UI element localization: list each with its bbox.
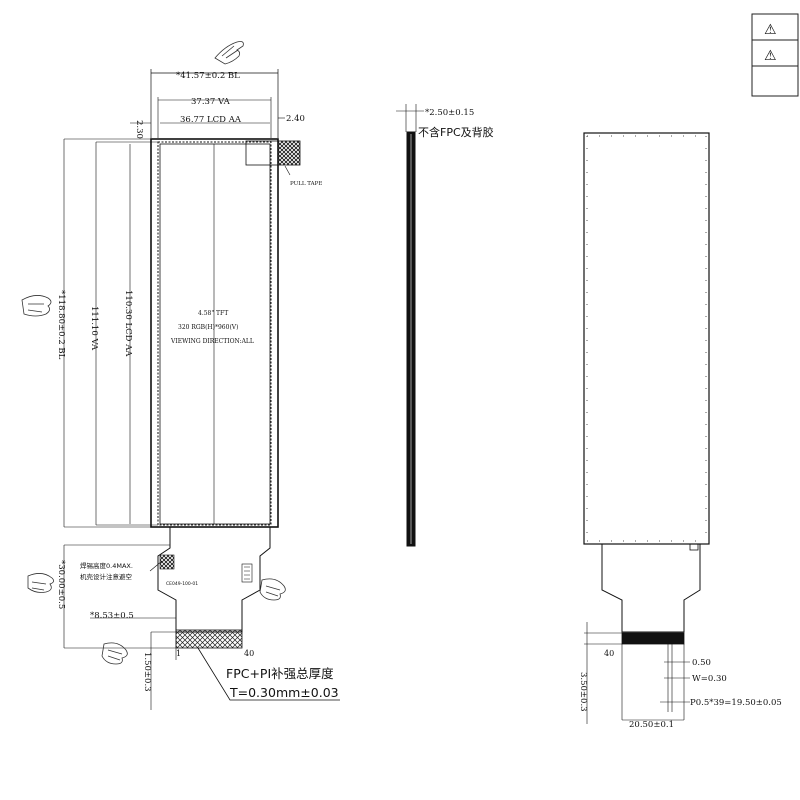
hand-pointer-icon <box>101 642 128 665</box>
thickness-value: T=0.30mm±0.03 <box>229 685 339 700</box>
aa-width-dimension: 36.77 LCD AA <box>180 115 242 125</box>
bl-height-dimension: *118.80±0.2 BL <box>56 290 66 360</box>
revision-mark-icon: ⚠ <box>764 22 777 38</box>
spec-size: 4.58" TFT <box>198 310 228 317</box>
spec-viewing-direction: VIEWING DIRECTION:ALL <box>170 338 254 345</box>
fpc-length-dimension: *30.00±0.5 <box>56 560 66 609</box>
back-dotted-border <box>586 135 707 542</box>
aa-height-dimension: 110.30 LCD AA <box>123 290 133 357</box>
bl-width-dimension: *41.57±0.2 BL <box>176 71 240 81</box>
right-offset-dimension: 2.40 <box>286 114 305 124</box>
first-pin-label: 1 <box>176 649 181 658</box>
back-view <box>583 132 710 724</box>
spec-resolution: 320 RGB(H)*960(V) <box>178 324 238 331</box>
back-width-dimension: W=0.30 <box>692 674 727 684</box>
fpc-note-solder: 焊锡高度0.4MAX. <box>80 561 133 570</box>
hand-pointer-icon <box>21 295 52 317</box>
thickness-title: FPC+PI补强总厚度 <box>226 666 334 681</box>
back-finger-length-dimension: 3.50±0.3 <box>578 672 588 712</box>
revision-mark-icon: ⚠ <box>764 48 777 64</box>
side-thickness-note: 不含FPC及背胶 <box>418 125 494 139</box>
hand-pointer-icon <box>214 41 244 65</box>
back-gap-dimension: 0.50 <box>692 658 711 668</box>
hand-pointer-icon <box>27 573 54 593</box>
back-total-width-dimension: 20.50±0.1 <box>629 720 674 730</box>
fpc-part-label: CE049-100-01 <box>166 581 198 587</box>
pull-tape-label: PULL TAPE <box>290 181 322 187</box>
front-view <box>63 69 340 710</box>
va-height-dimension: 111.10 VA <box>89 306 99 351</box>
left-offset-dimension: 2.30 <box>134 120 144 139</box>
finger-length-dimension: 1.50±0.3 <box>142 652 152 692</box>
side-view <box>396 104 424 547</box>
va-width-dimension: 37.37 VA <box>191 97 231 107</box>
fpc-note-housing: 机壳设计注意避空 <box>80 572 133 581</box>
revision-block: ⚠ ⚠ <box>751 13 799 97</box>
fpc-offset-dimension: *8.53±0.5 <box>90 611 134 621</box>
back-pin-count-label: 40 <box>604 649 614 658</box>
hand-pointer-icon <box>259 578 286 601</box>
side-thickness-dimension: *2.50±0.15 <box>425 108 474 118</box>
back-pitch-dimension: P0.5*39=19.50±0.05 <box>690 698 782 708</box>
last-pin-label: 40 <box>244 649 254 658</box>
